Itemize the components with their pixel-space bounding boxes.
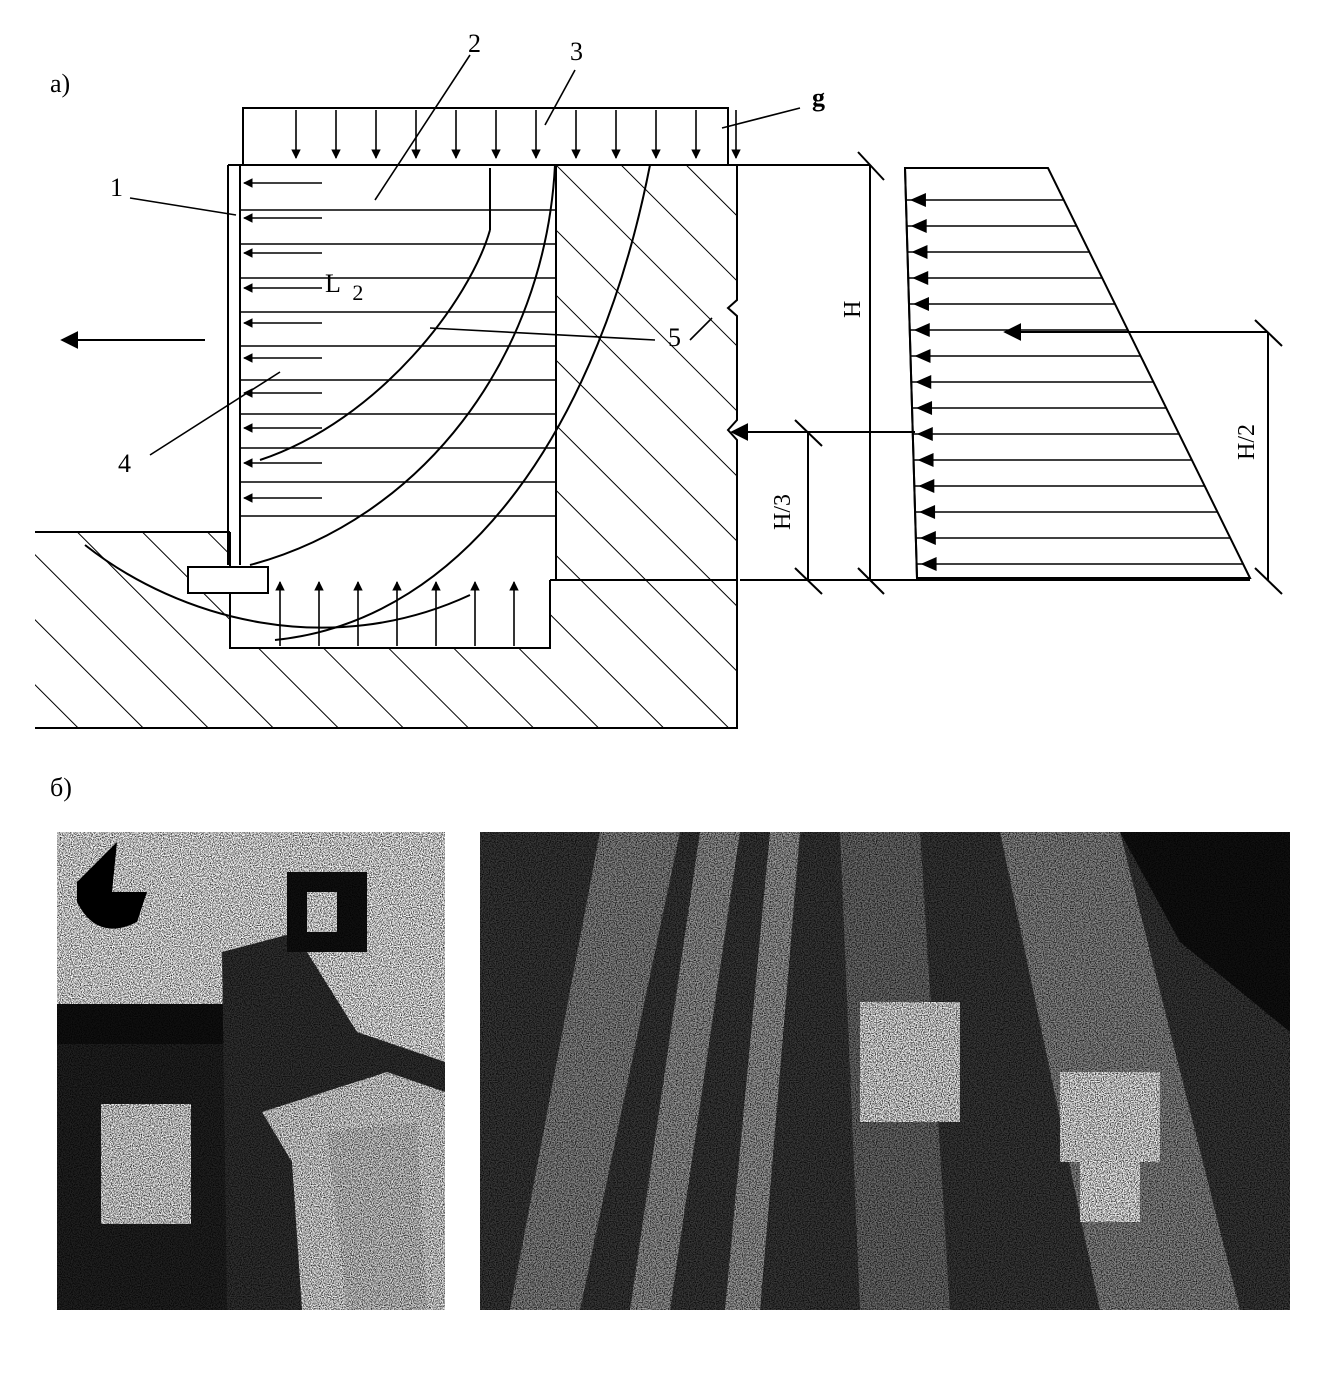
pressure-arrow-head (917, 453, 934, 467)
pressure-arrow-head (918, 479, 935, 493)
surcharge-load (242, 107, 741, 166)
reinforcement-strips (240, 209, 556, 517)
surcharge-label: g (812, 83, 825, 112)
pressure-arrow-head (909, 193, 926, 207)
pressure-arrow-head (916, 401, 933, 415)
retained-soil-wedge (556, 165, 738, 580)
pressure-diagram (903, 167, 1252, 579)
pressure-diagram-hatching (905, 199, 1244, 565)
dimension-lines (737, 151, 1283, 595)
slip-surfaces (84, 164, 651, 641)
callout-leaders (129, 54, 801, 456)
pressure-arrow-head (912, 297, 929, 311)
pressure-arrow-head (910, 219, 927, 233)
base-reaction-arrows (275, 581, 519, 646)
panel-a-label: а) (50, 69, 70, 98)
callout-3: 3 (570, 37, 583, 66)
reinforcement-strips-photo (480, 832, 1290, 1310)
construction-site-photo-art (57, 832, 445, 1310)
panel-b-label: б) (50, 773, 72, 802)
construction-site-photo (57, 832, 445, 1310)
pressure-arrow-head (919, 505, 936, 519)
pressure-diagram-arrows (909, 193, 937, 571)
pressure-arrow-head (920, 557, 937, 571)
dimension-height-label: H (840, 301, 866, 318)
dimension-half-label: H/2 (1234, 424, 1260, 460)
dimension-third-label: H/3 (770, 494, 796, 530)
pressure-arrow-head (912, 271, 929, 285)
reinforcement-strips-photo-art (480, 832, 1290, 1310)
strip-length-main: L (325, 269, 340, 298)
pressure-arrow-head (914, 349, 931, 363)
callout-2: 2 (468, 29, 481, 58)
callout-5: 5 (668, 323, 681, 352)
callout-1: 1 (110, 173, 123, 202)
strip-length-sub: 2 (352, 280, 363, 305)
pressure-arrow-head (913, 323, 930, 337)
strip-length-label: L 2 (325, 269, 363, 305)
pressure-arrow-head (919, 531, 936, 545)
pressure-arrow-head (911, 245, 928, 259)
pressure-arrow-head (916, 427, 933, 441)
facing-pressure-arrows (243, 178, 322, 503)
pressure-arrow-head (915, 375, 932, 389)
footing (187, 566, 269, 594)
callout-4: 4 (118, 449, 131, 478)
